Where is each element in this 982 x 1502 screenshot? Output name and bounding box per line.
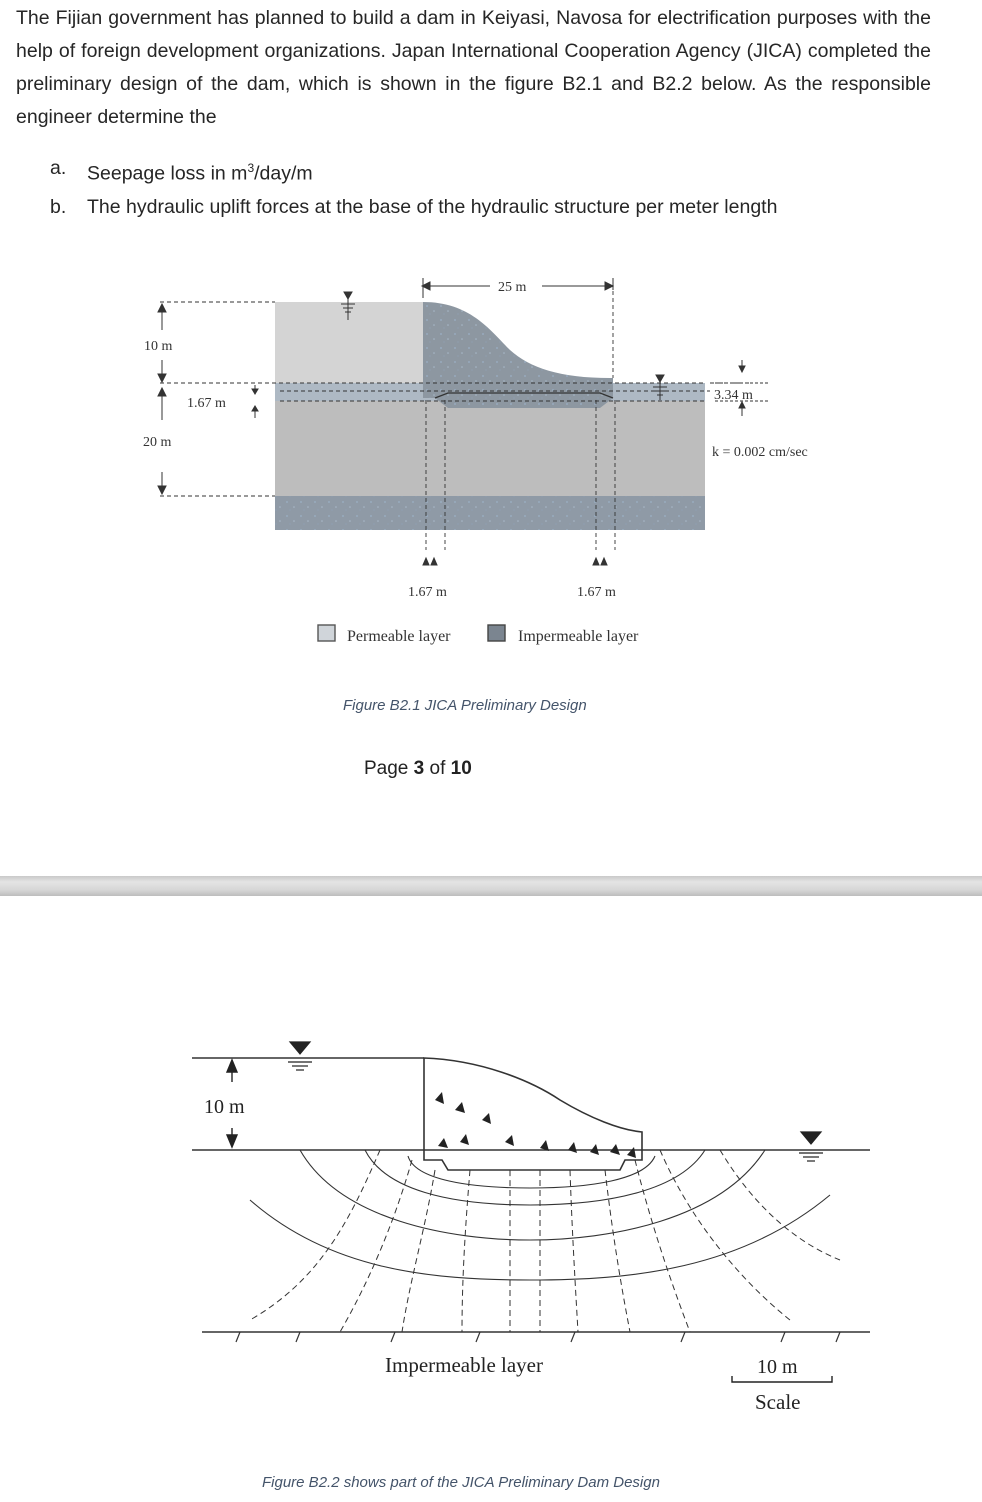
water-level-icon — [799, 1131, 823, 1162]
figure-b2-1: 10 m 20 m 1.67 m 25 m 3.34 m — [143, 278, 808, 645]
task-label: b. — [50, 195, 67, 218]
legend-impermeable-swatch — [487, 624, 506, 642]
task-item-a: a. Seepage loss in m3/day/m — [50, 152, 777, 191]
figure-b2-2-caption: Figure B2.2 shows part of the JICA Preli… — [262, 1474, 660, 1491]
impermeable-layer-label: Impermeable layer — [385, 1353, 543, 1377]
dim-layer-depth: 20 m — [143, 435, 172, 450]
water-level-icon — [341, 291, 355, 320]
task-text: Seepage loss in m3/day/m — [87, 161, 313, 185]
water-level-icon — [288, 1041, 312, 1071]
dim-head: 10 m — [204, 1096, 245, 1118]
document-page: The Fijian government has planned to bui… — [16, 7, 931, 779]
legend-permeable-swatch — [317, 624, 336, 642]
figure-b2-1-caption: Figure B2.1 JICA Preliminary Design — [343, 697, 587, 714]
page-divider — [0, 876, 982, 896]
dim-key-right: 1.67 m — [577, 585, 616, 600]
dim-dam-width: 25 m — [498, 280, 527, 295]
upstream-water — [275, 302, 423, 383]
task-text: The hydraulic uplift forces at the base … — [87, 195, 778, 218]
dim-downstream-head: 3.34 m — [714, 388, 753, 403]
dim-upstream-head: 10 m — [144, 339, 173, 354]
intro-paragraph: The Fijian government has planned to bui… — [16, 7, 931, 128]
dim-key-left: 1.67 m — [408, 585, 447, 600]
page-number: Page 3 of 10 — [364, 758, 472, 779]
task-item-b: b. The hydraulic uplift forces at the ba… — [50, 191, 777, 224]
dim-upstream-key: 1.67 m — [187, 396, 226, 411]
task-label: a. — [50, 157, 67, 179]
legend-impermeable-label: Impermeable layer — [518, 628, 639, 645]
figure-b2-2: 10 m Impermeable layer 10 m Scale — [192, 1041, 870, 1414]
scale-value: 10 m — [757, 1356, 798, 1378]
legend-permeable-label: Permeable layer — [347, 628, 451, 645]
dam-aggregate — [435, 1092, 636, 1158]
task-list: a. Seepage loss in m3/day/m b. The hydra… — [50, 152, 777, 224]
permeability-label: k = 0.002 cm/sec — [712, 445, 808, 460]
scale-label: Scale — [755, 1390, 800, 1414]
water-level-icon — [653, 374, 667, 400]
scale-bar — [731, 1376, 833, 1383]
